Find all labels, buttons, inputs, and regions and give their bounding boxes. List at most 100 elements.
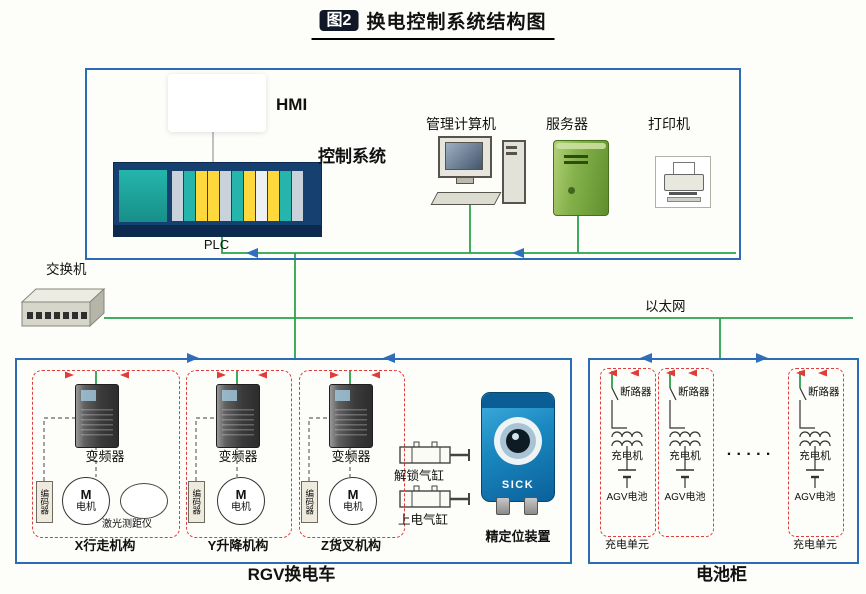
unlock-cylinder-icon [399,441,470,464]
server-label: 服务器 [546,116,588,132]
vision-camera-image: SICK [481,392,555,515]
plc-cpu-module [119,170,167,222]
camera-connector [524,497,538,515]
axis-z-name: Z货叉机构 [321,538,381,553]
laser-rangefinder-label: 激光测距仪 [102,519,152,530]
vfd-image-x [75,384,119,448]
axis-z-group [299,370,405,538]
power-cylinder-label: 上电气缸 [398,513,449,527]
charger-coil-icon [669,431,701,447]
plc-module [232,171,243,221]
vfd-panel [335,390,350,401]
printer-slot [669,192,697,195]
charger-coil-icon [799,431,831,447]
vfd-image-y [216,384,260,448]
charging-unit-label: 充电单元 [605,539,649,551]
plc-module [244,171,255,221]
monitor-screen [445,142,483,170]
figure-badge: 图2 [319,9,359,32]
motor-y: M 电机 [217,477,265,525]
charger-label: 充电机 [799,450,831,462]
vfd-vents [81,409,113,439]
motor-letter: M [235,487,247,502]
control-system-box [85,68,741,260]
axis-y-name: Y升降机构 [207,538,269,553]
camera-lens [506,429,530,453]
figure-title: 图2 换电控制系统结构图 [311,7,555,40]
power-cylinder-icon [399,485,470,508]
plc-module [268,171,279,221]
battery-cabinet-box [588,358,859,564]
plc-module [208,171,219,221]
rgv-label: RGV换电车 [247,565,336,584]
axis-y-group [186,370,292,538]
plc-rack-base [114,225,321,236]
encoder-z: 编码器 [301,481,318,523]
switch-ports [27,312,87,319]
plc-label: PLC [203,237,230,252]
monitor [438,136,492,178]
encoder-label: 编码器 [39,489,50,515]
monitor-stand [456,177,474,184]
breaker-label: 断路器 [678,386,710,398]
breaker-icon [799,387,815,429]
motor-label: 电机 [231,502,251,513]
charger-coil-icon [611,431,643,447]
printer-body [664,174,704,191]
charging-unit-3-symbols [799,387,831,488]
printer-label: 打印机 [648,116,690,132]
camera-top-cap [482,393,554,408]
plc-module [220,171,231,221]
plc-module [256,171,267,221]
encoder-label: 编码器 [191,489,202,515]
tower-slot [506,146,517,149]
charger-label: 充电机 [669,450,701,462]
vfd-label-z: 变频器 [331,449,371,464]
vfd-image-z [329,384,373,448]
axis-x-name: X行走机构 [74,538,136,553]
battery-cabinet-label: 电池柜 [696,565,747,584]
charging-unit-2 [658,368,714,537]
printer-image [655,156,711,208]
motor-letter: M [347,487,359,502]
rgv-box [15,358,572,564]
ethernet-label: 以太网 [645,299,686,314]
motor-label: 电机 [343,502,363,513]
red-flow-arrows [65,369,827,379]
figure-title-text: 换电控制系统结构图 [366,12,547,33]
vfd-label-x: 变频器 [85,449,125,464]
hmi-image [168,74,266,132]
vfd-vents [335,409,367,439]
server-slot [564,155,588,158]
vfd-panel [81,390,96,401]
vfd-vents [222,409,254,439]
server-image [553,140,609,216]
ethernet-switch-image [20,287,106,328]
breaker-icon [669,387,685,429]
encoder-y: 编码器 [188,481,205,523]
plc-image [113,162,322,237]
server-button [568,187,575,194]
motor-label: 电机 [76,502,96,513]
breaker-label: 断路器 [620,386,652,398]
motor-x: M 电机 [62,477,110,525]
server-slot [564,161,588,164]
tower-slot [506,152,517,155]
charging-unit-1-symbols [611,387,643,488]
breaker-label: 断路器 [808,386,840,398]
management-computer-image [430,136,526,208]
charging-unit-1 [600,368,656,537]
motor-letter: M [80,487,92,502]
drive-control-lines [43,417,351,481]
plc-module [292,171,303,221]
agv-battery-label: AGV电池 [606,492,648,503]
charging-unit-label: 充电单元 [793,539,837,551]
unlock-cylinder-label: 解锁气缸 [394,469,445,483]
camera-brand: SICK [501,479,535,491]
hmi-label: HMI [276,95,308,114]
plc-module [172,171,183,221]
charging-unit-3 [788,368,844,537]
motor-z: M 电机 [329,477,377,525]
